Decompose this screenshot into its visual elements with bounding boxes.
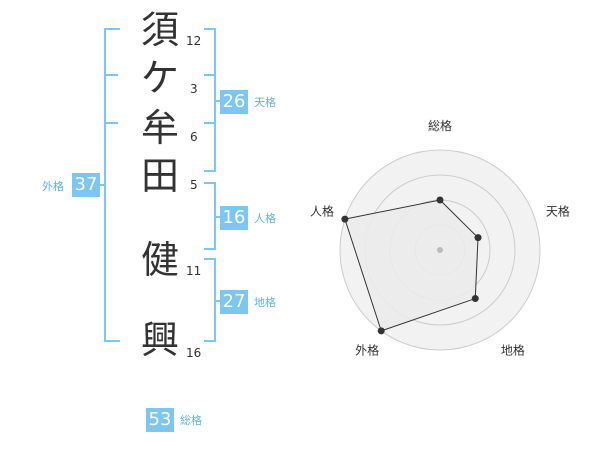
tenkaku-label: 天格 <box>254 96 276 109</box>
bracket-connector <box>214 216 222 218</box>
radar-point-3 <box>377 327 385 335</box>
radar-point-2 <box>471 295 479 303</box>
bracket-tick <box>104 122 118 124</box>
radar-point-0 <box>436 196 444 204</box>
bracket-connector <box>214 300 222 302</box>
name-char-1: 須 <box>140 8 179 52</box>
chikaku-value: 27 <box>220 290 248 314</box>
radar-series-polygon <box>344 199 479 332</box>
radar-point-1 <box>474 234 482 242</box>
radar-axis-label: 人格 <box>310 204 334 219</box>
stroke-count-3: 6 <box>190 130 198 144</box>
name-char-3: 牟 <box>140 106 179 150</box>
name-char-2: ケ <box>140 56 179 100</box>
name-char-5: 健 <box>140 238 179 282</box>
name-char-4: 田 <box>140 154 179 198</box>
bracket-tick <box>204 74 216 76</box>
radar-axis-label: 地格 <box>501 342 525 357</box>
radar-axis-label: 総格 <box>428 118 452 133</box>
radar-center <box>437 247 443 253</box>
jinkaku-label: 人格 <box>254 212 276 225</box>
stroke-count-2: 3 <box>190 82 198 96</box>
bracket-connector <box>214 100 222 102</box>
radar-axis-label: 外格 <box>355 342 379 357</box>
bracket-tick <box>204 122 216 124</box>
stroke-count-4: 5 <box>190 178 198 192</box>
radar-point-4 <box>341 215 349 223</box>
stroke-count-5: 11 <box>186 264 202 278</box>
radar-ring <box>339 149 541 351</box>
bracket-connector <box>96 184 106 186</box>
name-char-6: 興 <box>140 318 179 362</box>
soukaku-label: 総格 <box>180 414 202 427</box>
chikaku-label: 地格 <box>254 296 276 309</box>
gaikaku-value: 37 <box>72 173 100 197</box>
soukaku-value: 53 <box>146 408 174 432</box>
radar-axis-label: 天格 <box>546 204 570 219</box>
stroke-count-1: 12 <box>186 34 202 48</box>
bracket-tick <box>104 74 118 76</box>
jinkaku-value: 16 <box>220 206 248 230</box>
stroke-count-6: 16 <box>186 346 202 360</box>
tenkaku-value: 26 <box>220 90 248 114</box>
gaikaku-label: 外格 <box>42 180 64 193</box>
